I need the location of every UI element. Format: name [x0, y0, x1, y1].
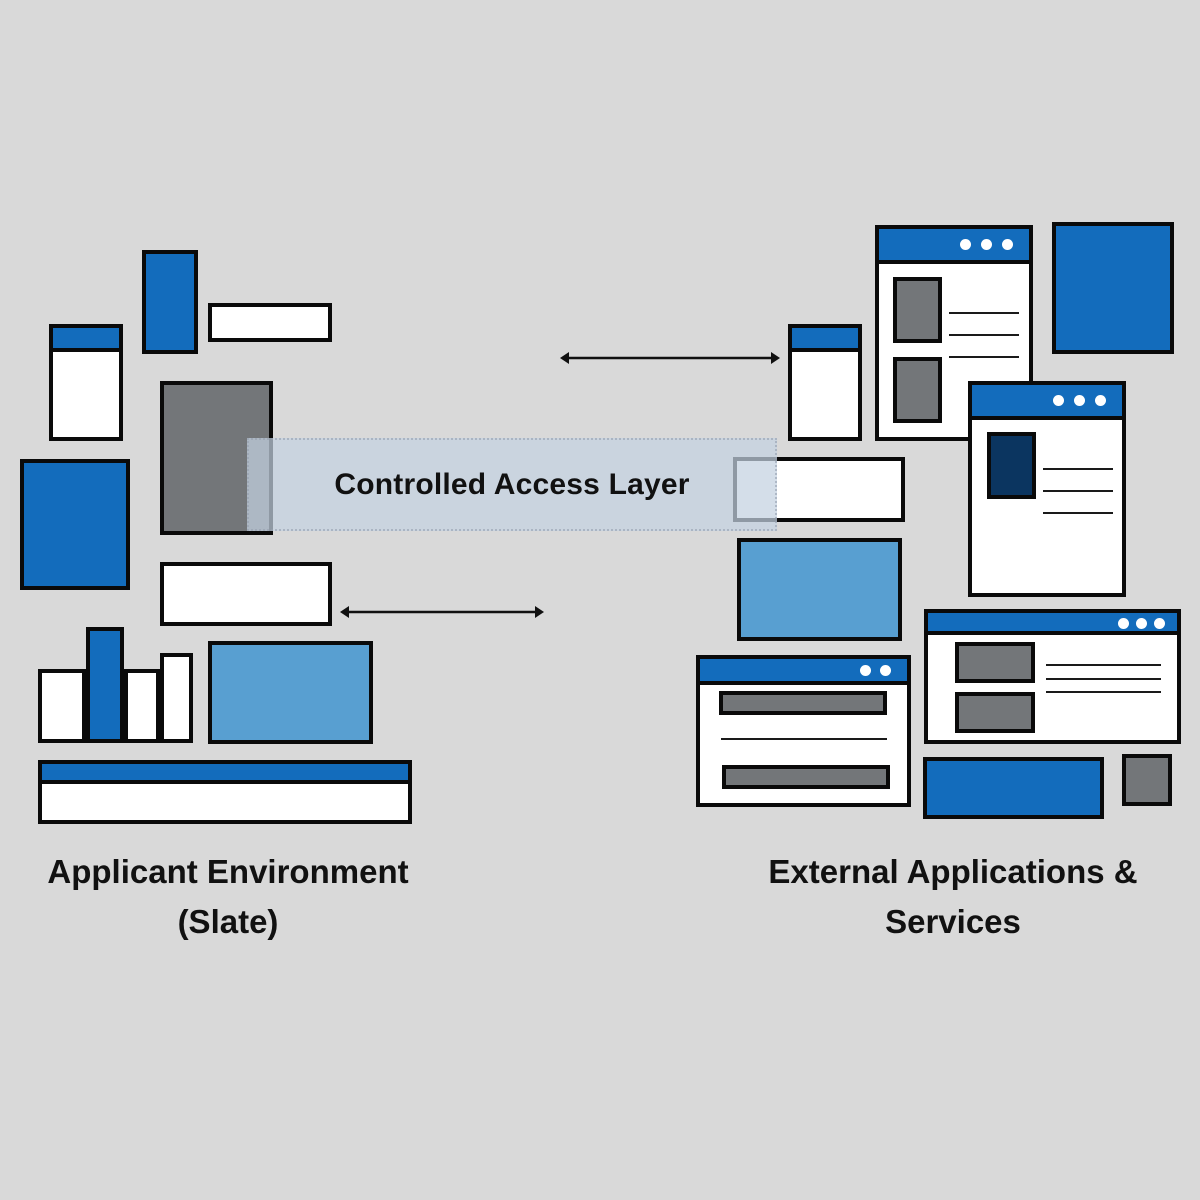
form-window: [696, 655, 911, 807]
controlled-access-layer-band: [247, 438, 777, 531]
bar-4: [160, 653, 193, 743]
bar-2: [86, 627, 124, 743]
window-control-dot: [1074, 395, 1085, 406]
upper-bidirectional-arrow: [560, 352, 780, 364]
left-wide-white-bar: [208, 303, 332, 342]
left-light-blue-panel: [208, 641, 373, 744]
right-blue-square: [1052, 222, 1174, 354]
text-line: [949, 312, 1019, 314]
controlled-access-layer-label: Controlled Access Layer: [247, 438, 777, 531]
right-small-window: [788, 324, 862, 441]
external-applications-caption: External Applications & Services: [733, 847, 1173, 947]
arrow-head-right: [771, 352, 780, 364]
window-control-dot: [981, 239, 992, 250]
left-blue-panel: [20, 459, 130, 590]
caption-line-1: Applicant Environment: [47, 853, 409, 890]
arrow-head-left: [340, 606, 349, 618]
layer-label-text: Controlled Access Layer: [334, 467, 690, 501]
text-line: [721, 738, 887, 740]
window-control-dot: [1118, 618, 1129, 629]
window-control-dot: [1154, 618, 1165, 629]
window-titlebar: [879, 229, 1029, 264]
window-control-dot: [880, 665, 891, 676]
image-placeholder: [987, 432, 1036, 499]
window-control-dot: [1136, 618, 1147, 629]
text-line: [949, 356, 1019, 358]
right-blue-bar: [923, 757, 1104, 819]
browser-window-1: [875, 225, 1033, 441]
text-line: [1046, 664, 1161, 666]
text-line: [1046, 691, 1161, 693]
image-placeholder: [955, 642, 1035, 683]
lower-bidirectional-arrow: [340, 606, 544, 618]
window-titlebar: [42, 764, 408, 784]
window-control-dot: [1002, 239, 1013, 250]
window-control-dot: [1053, 395, 1064, 406]
arrow-head-left: [560, 352, 569, 364]
image-placeholder: [893, 277, 942, 343]
window-titlebar: [700, 659, 907, 685]
caption-line-2: (Slate): [177, 903, 279, 940]
text-line: [1043, 468, 1113, 470]
right-light-blue-panel: [737, 538, 902, 641]
window-titlebar: [792, 328, 858, 352]
text-line: [1043, 490, 1113, 492]
left-input-field-block: [160, 562, 332, 626]
right-gray-square: [1122, 754, 1172, 806]
left-small-window: [49, 324, 123, 441]
left-tall-blue-block: [142, 250, 198, 354]
arrow-head-right: [535, 606, 544, 618]
applicant-environment-caption: Applicant Environment (Slate): [18, 847, 438, 947]
bar-3: [124, 669, 160, 743]
left-wide-window: [38, 760, 412, 824]
bar-1: [38, 669, 86, 743]
window-control-dot: [960, 239, 971, 250]
caption-line-2: Services: [885, 903, 1021, 940]
text-line: [1043, 512, 1113, 514]
form-field: [722, 765, 890, 789]
window-control-dot: [860, 665, 871, 676]
window-control-dot: [1095, 395, 1106, 406]
window-titlebar: [972, 385, 1122, 420]
image-placeholder: [955, 692, 1035, 733]
browser-window-2: [968, 381, 1126, 597]
browser-window-3: [924, 609, 1181, 744]
caption-line-1: External Applications &: [768, 853, 1138, 890]
text-line: [1046, 678, 1161, 680]
window-titlebar: [928, 613, 1177, 635]
text-line: [949, 334, 1019, 336]
form-field: [719, 691, 887, 715]
image-placeholder: [893, 357, 942, 423]
window-titlebar: [53, 328, 119, 352]
